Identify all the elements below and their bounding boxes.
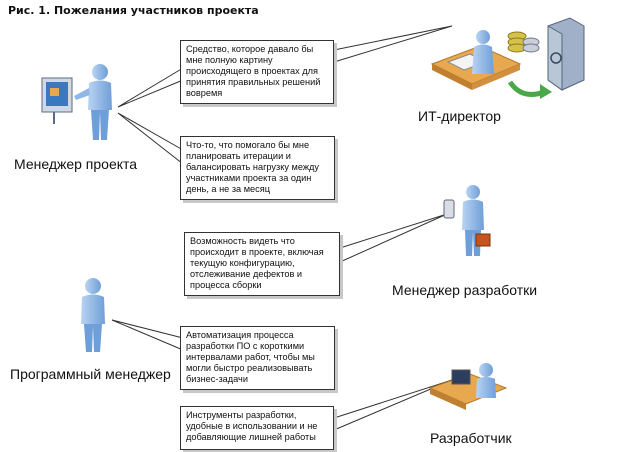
role-program-manager: Программный менеджер (10, 366, 171, 382)
callout-dev-manager: Возможность видеть что происходит в прое… (184, 232, 340, 296)
role-dev-manager: Менеджер разработки (392, 282, 538, 298)
it-director-icon (430, 17, 585, 99)
callout-project-manager: Что-то, что помогало бы мне планировать … (180, 136, 335, 200)
dev-manager-icon (443, 185, 491, 256)
role-it-director: ИТ-директор (418, 108, 501, 124)
callout-program-manager: Автоматизация процесса разработки ПО с к… (180, 326, 335, 390)
project-manager-icon (41, 64, 112, 140)
callout-it-director: Средство, которое давало бы мне полную к… (180, 40, 334, 104)
developer-icon (428, 363, 508, 410)
figure-caption: Рис. 1. Пожелания участников проекта (8, 4, 259, 17)
role-developer: Разработчик (430, 430, 512, 446)
program-manager-icon (81, 278, 105, 352)
role-project-manager: Менеджер проекта (14, 156, 138, 172)
callout-developer: Инструменты разработки, удобные в исполь… (180, 406, 334, 450)
